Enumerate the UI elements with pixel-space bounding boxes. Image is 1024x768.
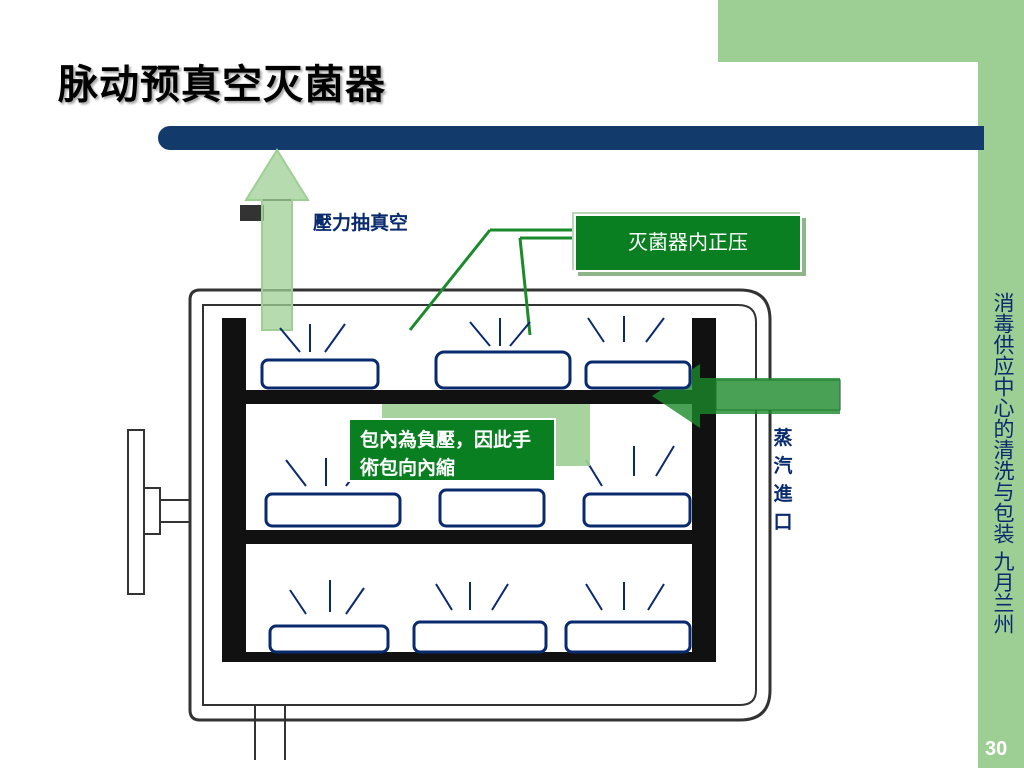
vacuum-label: 壓力抽真空 (313, 212, 409, 234)
door-handle-arm (159, 499, 191, 523)
chamber-outer-wall (188, 288, 772, 722)
valve-handle (240, 205, 264, 221)
door-handle-grip (143, 487, 161, 535)
shelf-2 (222, 530, 716, 544)
pack-1-1 (260, 358, 380, 390)
negative-pressure-callout: 包內為負壓，因此手術包向內縮 (348, 418, 556, 482)
pack-1-2 (434, 350, 572, 390)
corner-green-block (718, 0, 1024, 62)
pack-3-3 (564, 620, 692, 654)
chamber-inner-wall (202, 304, 757, 706)
slide-title: 脉动预真空灭菌器 (58, 62, 386, 108)
pack-3-2 (412, 620, 548, 654)
callout-line-1 (408, 229, 492, 331)
steam-inlet-label: 蒸汽進口 (773, 427, 793, 533)
rack-left-post (222, 318, 246, 660)
pack-3-1 (268, 624, 390, 654)
positive-pressure-callout: 灭菌器内正压 (574, 214, 802, 272)
pack-2-2 (438, 488, 546, 528)
pack-1-3 (584, 360, 692, 390)
steam-arrow (652, 364, 840, 428)
title-underline-bar (158, 126, 984, 150)
pack-2-3 (582, 492, 692, 528)
pack-2-1 (264, 492, 402, 528)
callout-line-2 (518, 237, 532, 336)
shelf-3 (222, 652, 716, 662)
vacuum-arrow (244, 148, 310, 331)
page-number: 30 (985, 738, 1008, 760)
shelf-1 (222, 390, 716, 404)
door-handle-bar (127, 429, 145, 595)
side-caption: 消毒供应中心的清洗与包装 九月兰州 (991, 292, 1015, 635)
right-green-sidebar (978, 0, 1024, 768)
